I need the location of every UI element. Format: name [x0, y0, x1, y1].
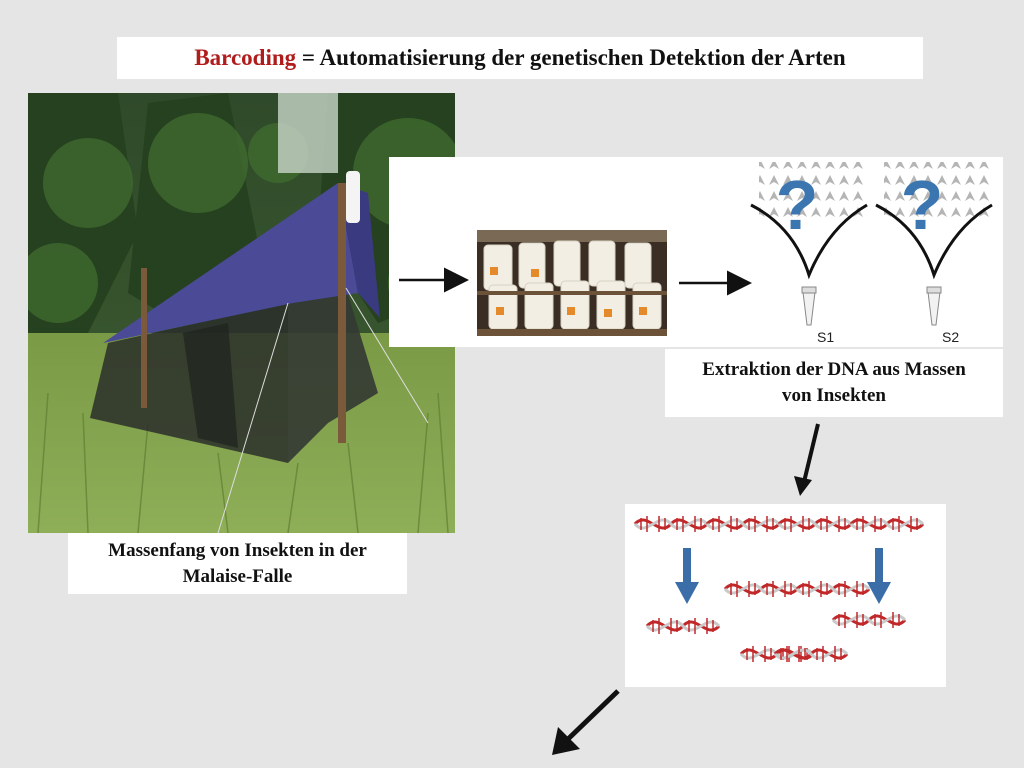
arrow-down-left-icon	[552, 689, 620, 755]
slide-title: Barcoding = Automatisierung der genetisc…	[117, 37, 923, 79]
extraction-caption-line1: Extraktion der DNA aus Massen	[702, 359, 966, 380]
sequence-sample-s2: ? S2	[875, 162, 993, 345]
arrow-down-icon	[675, 548, 699, 604]
extraction-panel: ? S1 ? S2	[389, 157, 1003, 347]
sequence-sample-s1: ? S1	[750, 162, 868, 345]
title-highlight: Barcoding	[194, 45, 297, 70]
sample-label-s1: S1	[817, 329, 834, 345]
trap-caption: Massenfang von Insekten in der Malaise-F…	[68, 533, 407, 594]
dna-strand-long	[633, 514, 925, 534]
sample-bottles-photo	[477, 230, 667, 336]
arrow-down-icon	[794, 423, 820, 496]
extraction-caption: Extraktion der DNA aus Massen von Insekt…	[665, 349, 1003, 417]
malaise-trap-illustration	[28, 93, 455, 533]
question-mark-icon: ?	[776, 166, 819, 244]
dna-fragment	[723, 579, 871, 599]
extraction-diagram: ? S1 ? S2	[399, 162, 993, 345]
dna-fragments-illustration	[633, 514, 925, 664]
dna-fragmentation-panel	[625, 504, 946, 687]
question-mark-icon: ?	[901, 166, 944, 244]
sample-label-s2: S2	[942, 329, 959, 345]
dna-fragment	[831, 610, 907, 630]
title-rest: = Automatisierung der genetischen Detekt…	[296, 45, 846, 70]
extraction-caption-line2: von Insekten	[782, 385, 886, 406]
dna-fragment	[739, 644, 849, 664]
dna-fragment	[645, 616, 721, 636]
trap-caption-line1: Massenfang von Insekten in der	[108, 539, 367, 561]
malaise-trap-photo	[28, 93, 455, 533]
trap-caption-line2: Malaise-Falle	[182, 565, 293, 587]
arrow-down-icon	[867, 548, 891, 604]
